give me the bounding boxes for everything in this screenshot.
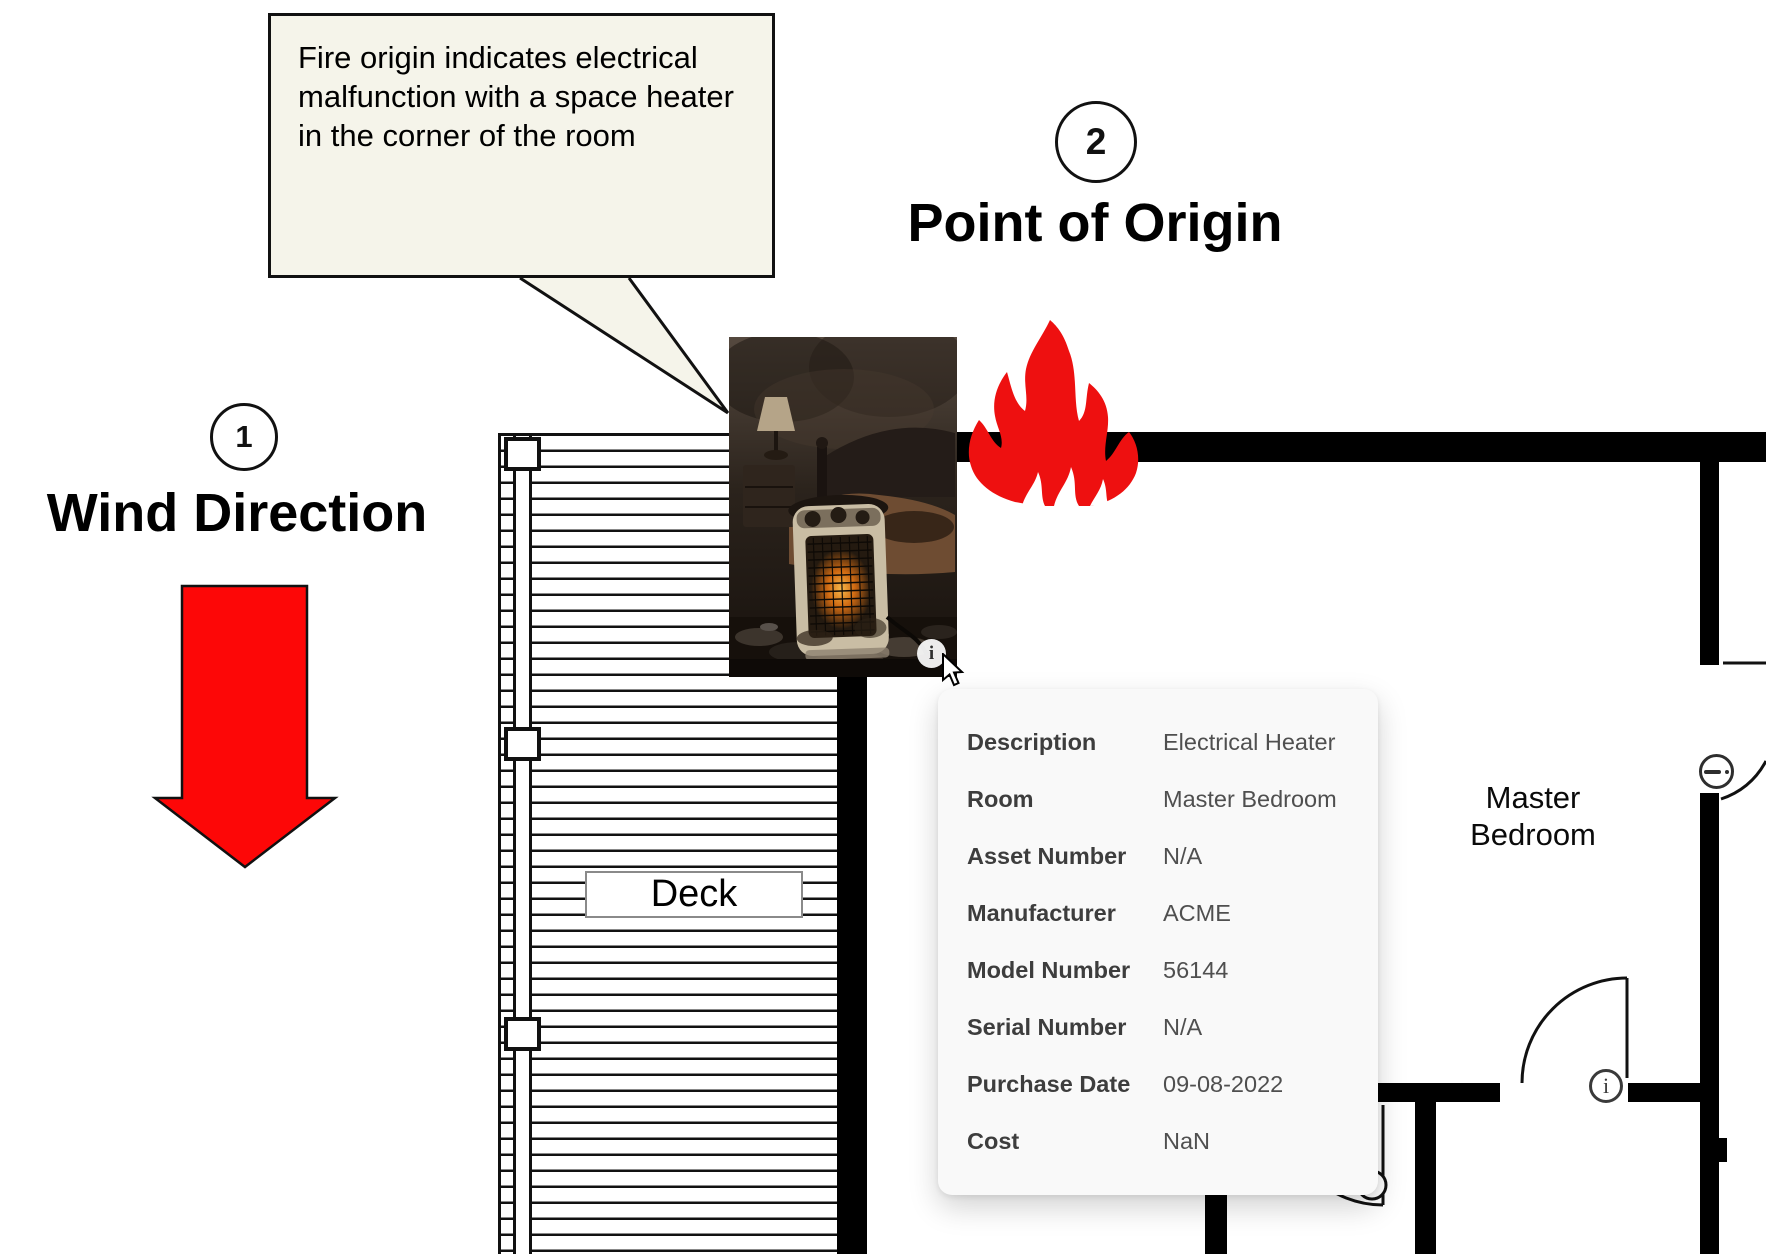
master-bedroom-room-label: Master Bedroom xyxy=(1470,780,1596,852)
deck-room-label-text: Deck xyxy=(650,873,738,915)
annotation-1-number: 1 xyxy=(235,419,253,454)
bed-headboard xyxy=(824,427,955,497)
popup-row: Serial Number N/A xyxy=(967,999,1378,1056)
popup-row-value: Electrical Heater xyxy=(1163,729,1336,755)
space-heater xyxy=(788,494,890,661)
annotation-circle-1[interactable]: 1 xyxy=(210,403,278,471)
popup-row-value: 09-08-2022 xyxy=(1163,1071,1284,1097)
minus-bar xyxy=(1704,769,1721,774)
popup-row-label: Manufacturer xyxy=(967,900,1116,926)
popup-row-label: Description xyxy=(967,729,1097,755)
photo-info-glyph: i xyxy=(928,642,935,664)
wind-direction-arrow xyxy=(151,584,339,869)
wind-direction-title: Wind Direction xyxy=(46,483,428,543)
callout-bubble: Fire origin indicates electrical malfunc… xyxy=(268,13,775,278)
photo-info-icon[interactable]: i xyxy=(917,639,946,668)
point-of-origin-title: Point of Origin xyxy=(907,193,1283,253)
deck-post xyxy=(504,1017,541,1051)
popup-row-value: Master Bedroom xyxy=(1163,786,1337,812)
deck-room-label: Deck xyxy=(585,871,803,918)
popup-row-value: NaN xyxy=(1163,1128,1211,1154)
fire-point-of-origin-icon[interactable] xyxy=(962,315,1152,510)
popup-row-label: Asset Number xyxy=(967,843,1127,869)
popup-row-value: ACME xyxy=(1163,900,1231,926)
floor-info-glyph: i xyxy=(1602,1073,1610,1098)
popup-row: Asset Number N/A xyxy=(967,828,1378,885)
popup-row: Model Number 56144 xyxy=(967,942,1378,999)
annotation-circle-2[interactable]: 2 xyxy=(1055,101,1137,183)
popup-row: Cost NaN xyxy=(967,1113,1378,1170)
lamp-shade xyxy=(757,397,795,431)
popup-row-value: N/A xyxy=(1163,843,1203,869)
callout-tail xyxy=(519,278,730,415)
door-arc-right-wall xyxy=(1720,760,1766,801)
door-arc-bedroom xyxy=(1520,976,1628,1084)
popup-row-label: Model Number xyxy=(967,957,1131,983)
popup-row-label: Serial Number xyxy=(967,1014,1127,1040)
wall-stub xyxy=(1719,1138,1727,1162)
origin-photo[interactable] xyxy=(729,337,957,677)
popup-row: Manufacturer ACME xyxy=(967,885,1378,942)
wall-deck-right xyxy=(837,677,867,1254)
wall-right-lower xyxy=(1700,793,1719,1254)
mouse-cursor xyxy=(942,653,965,687)
popup-row: Description Electrical Heater xyxy=(967,714,1378,771)
deck-post xyxy=(504,437,541,471)
popup-row-label: Cost xyxy=(967,1128,1020,1154)
popup-row-value: N/A xyxy=(1163,1014,1203,1040)
nightstand xyxy=(743,465,795,527)
wall-vertical-closet xyxy=(1415,1100,1436,1254)
wall-right-upper xyxy=(1700,462,1719,665)
floor-info-icon[interactable]: i xyxy=(1589,1069,1623,1103)
minus-dot xyxy=(1725,769,1729,774)
annotation-2-number: 2 xyxy=(1085,121,1107,162)
callout-text: Fire origin indicates electrical malfunc… xyxy=(298,40,734,153)
popup-row: Purchase Date 09-08-2022 xyxy=(967,1056,1378,1113)
deck-post xyxy=(504,727,541,761)
door-minus-icon[interactable] xyxy=(1699,754,1734,789)
popup-row: Room Master Bedroom xyxy=(967,771,1378,828)
popup-row-value: 56144 xyxy=(1163,957,1229,983)
asset-info-popup: Description Electrical Heater Room Maste… xyxy=(938,689,1378,1195)
popup-row-label: Room xyxy=(967,786,1034,812)
wall-bottom-right xyxy=(1628,1083,1700,1102)
popup-row-label: Purchase Date xyxy=(967,1071,1131,1097)
